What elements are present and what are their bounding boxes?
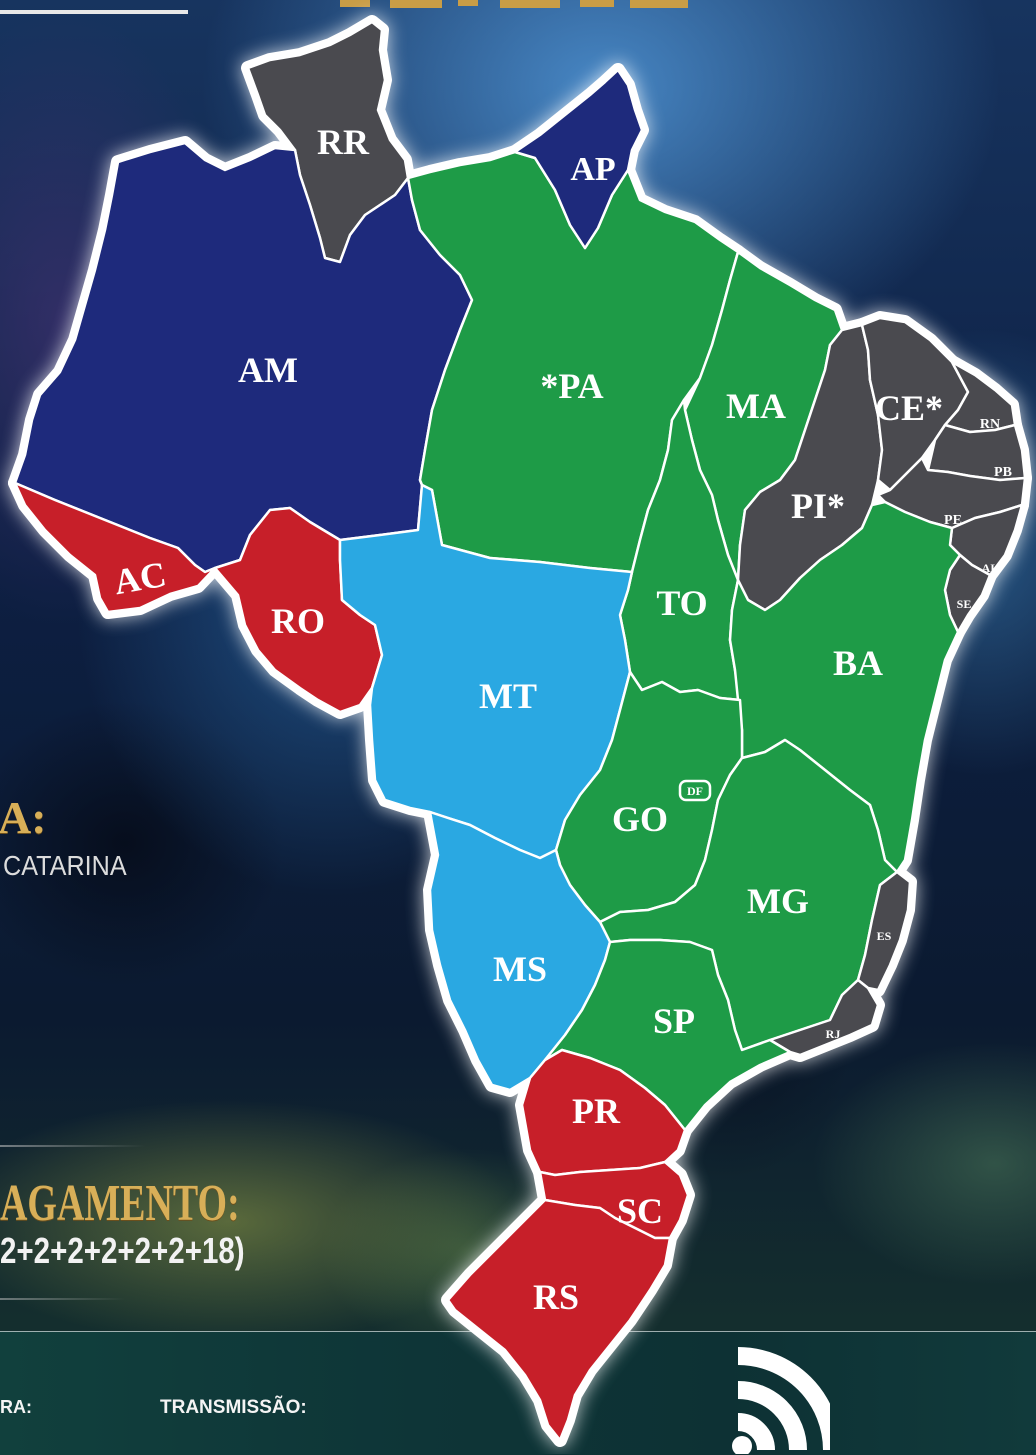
state-ro-label: RO: [271, 601, 325, 641]
state-ac: [13, 481, 217, 614]
state-am-label: AM: [238, 350, 298, 390]
state-ce: [860, 316, 970, 492]
footer-left-label: RA:: [0, 1397, 32, 1417]
left-divider-1: [0, 1145, 145, 1147]
state-ms-label: MS: [493, 949, 547, 989]
state-sc-label: SC: [617, 1191, 663, 1231]
left-heading-fragment: A:: [0, 792, 47, 843]
state-go-label: GO: [612, 799, 668, 839]
state-ma-label: MA: [726, 386, 786, 426]
broadcast-icon: [732, 1347, 830, 1454]
state-pi-label: PI*: [791, 486, 845, 526]
state-sp-label: SP: [653, 1001, 695, 1041]
state-ap-label: AP: [570, 151, 615, 188]
state-mt-label: MT: [479, 676, 537, 716]
state-df-label: DF: [687, 784, 703, 798]
state-ac-label: AC: [111, 554, 169, 602]
payment-terms-fragment: 2+2+2+2+2+2+18): [0, 1230, 245, 1271]
left-divider-2: [0, 1298, 125, 1300]
state-mg-label: MG: [747, 881, 809, 921]
state-ba-label: BA: [833, 643, 883, 683]
state-pr-label: PR: [572, 1091, 621, 1131]
payment-heading-fragment: AGAMENTO:: [0, 1175, 240, 1232]
state-es: [856, 870, 912, 992]
state-rs: [446, 1198, 672, 1442]
state-ap: [513, 68, 644, 250]
state-se-label: SE: [957, 597, 972, 611]
state-al-label: AL: [982, 561, 999, 575]
state-rn-label: RN: [980, 417, 1000, 432]
title-fragment: [340, 0, 688, 8]
state-ce-label: CE*: [875, 388, 943, 428]
state-pe-label: PE: [944, 513, 962, 528]
state-pr: [520, 1048, 687, 1177]
state-rj-label: RJ: [826, 1027, 841, 1041]
state-sp: [543, 938, 792, 1132]
state-pb-label: PB: [994, 465, 1012, 480]
state-es-label: ES: [877, 929, 892, 943]
state-rr-label: RR: [317, 122, 370, 162]
state-df: [678, 779, 712, 802]
state-pa-label: *PA: [540, 366, 603, 406]
footer-transmission-label: TRANSMISSÃO:: [160, 1397, 307, 1418]
state-to-label: TO: [656, 583, 707, 623]
state-rj: [768, 978, 880, 1057]
left-list-fragment: CATARINA: [3, 850, 127, 881]
state-rs-label: RS: [533, 1277, 579, 1317]
map-states: [13, 20, 1027, 1442]
top-divider-line: [0, 10, 188, 14]
state-labels: RR AP AM *PA MA CE* RN PB PE AL SE PI* T…: [111, 122, 1012, 1317]
